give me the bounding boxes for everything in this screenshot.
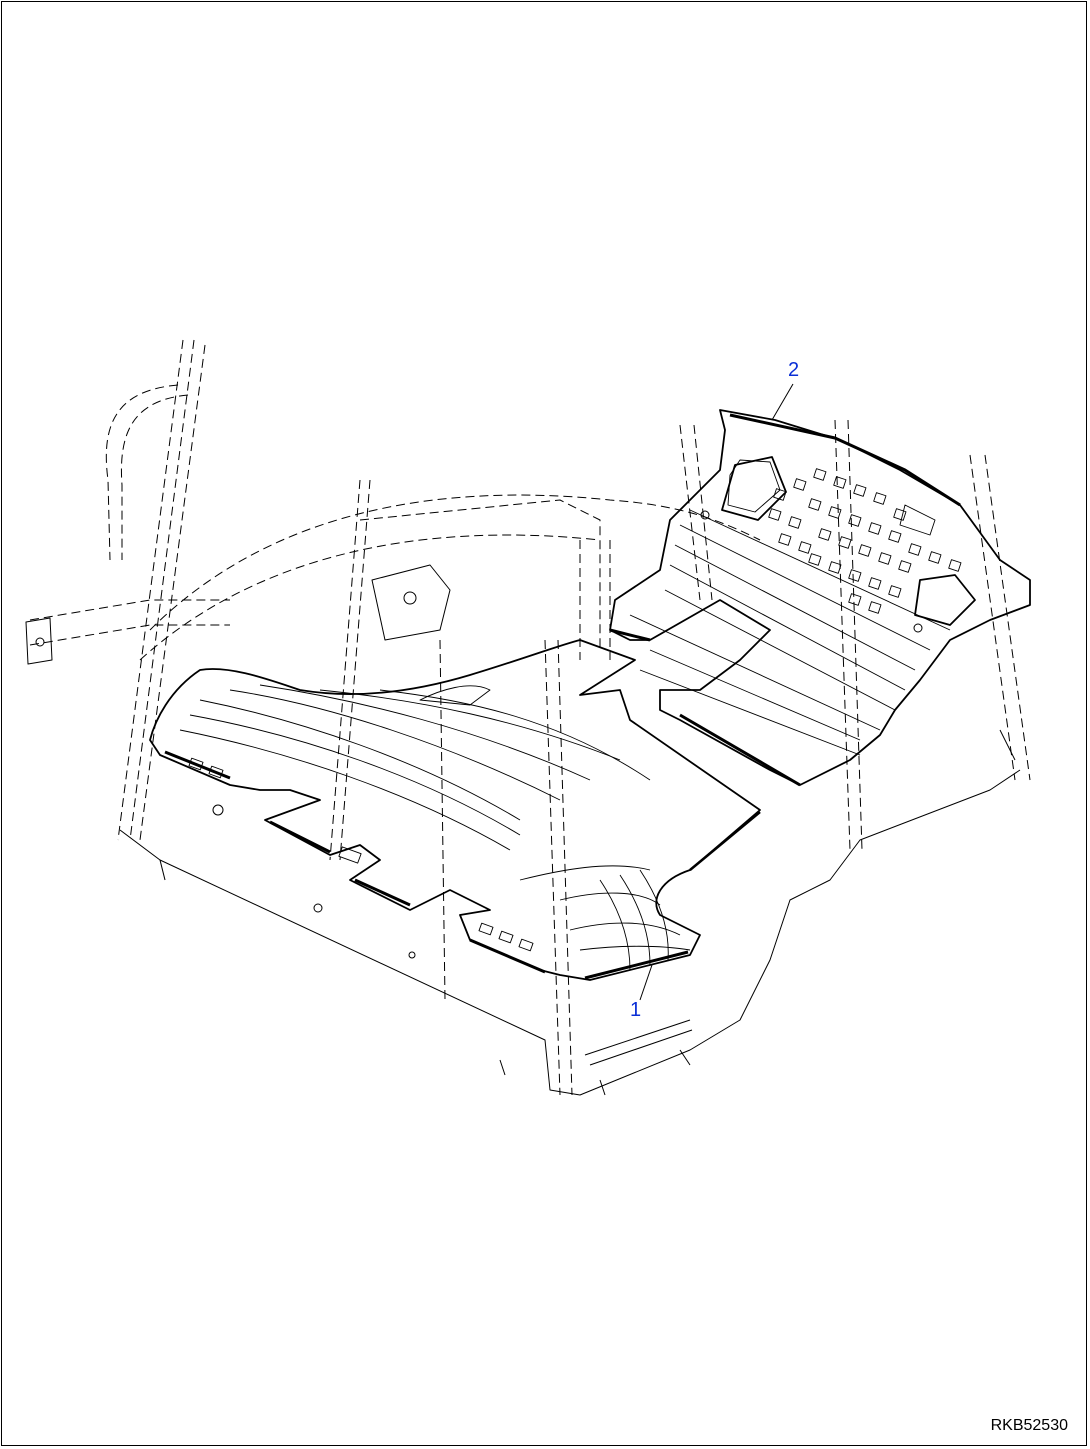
perforation-grid (768, 468, 962, 614)
callout-part-1: 1 (630, 999, 642, 1021)
floor-mat-texture (179, 684, 691, 971)
floor-panel-rear-detail (629, 456, 976, 756)
cab-base (25, 510, 1021, 1096)
floor-panel-rear (609, 409, 1031, 787)
drawing-number: RKB52530 (990, 1417, 1068, 1434)
cab-frame (29, 339, 1031, 1096)
leader-line-2 (771, 383, 794, 421)
leader-line-1 (639, 964, 653, 1001)
floor-mat-front (149, 639, 761, 981)
callout-part-2: 2 (788, 359, 800, 381)
